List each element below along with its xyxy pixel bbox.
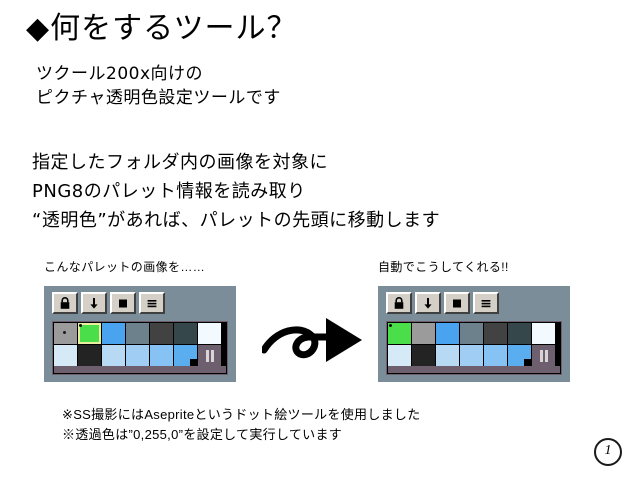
palette-swatch[interactable] xyxy=(484,323,507,344)
lead-line: ツクール200x向けの xyxy=(36,64,204,84)
palette-swatch[interactable] xyxy=(388,345,411,366)
palette-swatch[interactable] xyxy=(436,323,459,344)
page-number: 1 xyxy=(594,438,622,466)
palette-row-top xyxy=(388,323,560,344)
palette-swatch[interactable] xyxy=(102,323,125,344)
palette-swatch[interactable] xyxy=(78,345,101,366)
lock-icon xyxy=(393,296,405,310)
palette-row-top xyxy=(54,323,226,344)
palette-swatch[interactable] xyxy=(508,345,531,366)
palette-swatch[interactable] xyxy=(174,323,197,344)
palette-widget-after xyxy=(378,286,570,382)
lock-button[interactable] xyxy=(386,292,412,314)
palette-resize-handle[interactable] xyxy=(198,345,221,366)
lock-button[interactable] xyxy=(52,292,78,314)
palette-resize-handle[interactable] xyxy=(532,345,555,366)
curly-arrow-right-icon xyxy=(260,308,374,380)
lead-line: ピクチャ透明色設定ツールです xyxy=(36,88,281,108)
body-line: 指定したフォルダ内の画像を対象に xyxy=(32,152,328,173)
page-title: ◆何をするツール？ xyxy=(26,12,297,46)
palette-grid-after[interactable] xyxy=(386,321,562,375)
palette-swatch[interactable] xyxy=(412,345,435,366)
body-line: “透明色”があれば、パレットの先頭に移動します xyxy=(32,210,441,231)
fill-square-button[interactable] xyxy=(444,292,470,314)
download-arrow-icon xyxy=(88,297,100,310)
palette-swatch[interactable] xyxy=(484,345,507,366)
palette-row-bottom xyxy=(54,345,226,366)
palette-row-bottom xyxy=(388,345,560,366)
palette-swatch[interactable] xyxy=(508,323,531,344)
palette-swatch[interactable] xyxy=(54,323,77,344)
palette-swatch[interactable] xyxy=(150,345,173,366)
palette-grid-before[interactable] xyxy=(52,321,228,375)
palette-swatch-transparent[interactable] xyxy=(78,323,101,344)
hamburger-menu-icon xyxy=(146,297,158,310)
palette-footer-bar xyxy=(54,366,226,373)
download-button[interactable] xyxy=(415,292,441,314)
footnotes: ※SS撮影にはAsepriteというドット絵ツールを使用しました ※透過色は”0… xyxy=(62,405,421,445)
palette-swatch[interactable] xyxy=(126,323,149,344)
lock-icon xyxy=(59,296,71,310)
menu-button[interactable] xyxy=(473,292,499,314)
palette-widget-before xyxy=(44,286,236,382)
download-arrow-icon xyxy=(422,297,434,310)
palette-toolbar xyxy=(52,292,228,314)
caption-after: 自動でこうしてくれる!! xyxy=(378,260,509,274)
palette-swatch[interactable] xyxy=(126,345,149,366)
menu-button[interactable] xyxy=(139,292,165,314)
palette-swatch[interactable] xyxy=(412,323,435,344)
filled-square-icon xyxy=(451,297,463,310)
body-paragraph: 指定したフォルダ内の画像を対象に PNG8のパレット情報を読み取り “透明色”が… xyxy=(32,148,440,235)
palette-swatch[interactable] xyxy=(174,345,197,366)
hamburger-menu-icon xyxy=(480,297,492,310)
palette-footer-bar xyxy=(388,366,560,373)
fill-square-button[interactable] xyxy=(110,292,136,314)
download-button[interactable] xyxy=(81,292,107,314)
lead-paragraph: ツクール200x向けの ピクチャ透明色設定ツールです xyxy=(36,62,281,110)
palette-swatch[interactable] xyxy=(460,345,483,366)
palette-swatch-transparent[interactable] xyxy=(388,323,411,344)
palette-swatch[interactable] xyxy=(198,323,221,344)
palette-swatch[interactable] xyxy=(150,323,173,344)
palette-swatch[interactable] xyxy=(54,345,77,366)
palette-swatch[interactable] xyxy=(436,345,459,366)
body-line: PNG8のパレット情報を読み取り xyxy=(32,181,306,202)
palette-swatch[interactable] xyxy=(102,345,125,366)
title-text: ◆何をするツール？ xyxy=(26,11,298,46)
filled-square-icon xyxy=(117,297,129,310)
caption-before: こんなパレットの画像を…… xyxy=(44,260,206,274)
footnote-line: ※SS撮影にはAsepriteというドット絵ツールを使用しました xyxy=(62,407,421,422)
palette-toolbar xyxy=(386,292,562,314)
palette-swatch[interactable] xyxy=(460,323,483,344)
palette-swatch[interactable] xyxy=(532,323,555,344)
footnote-line: ※透過色は”0,255,0”を設定して実行しています xyxy=(62,427,343,442)
